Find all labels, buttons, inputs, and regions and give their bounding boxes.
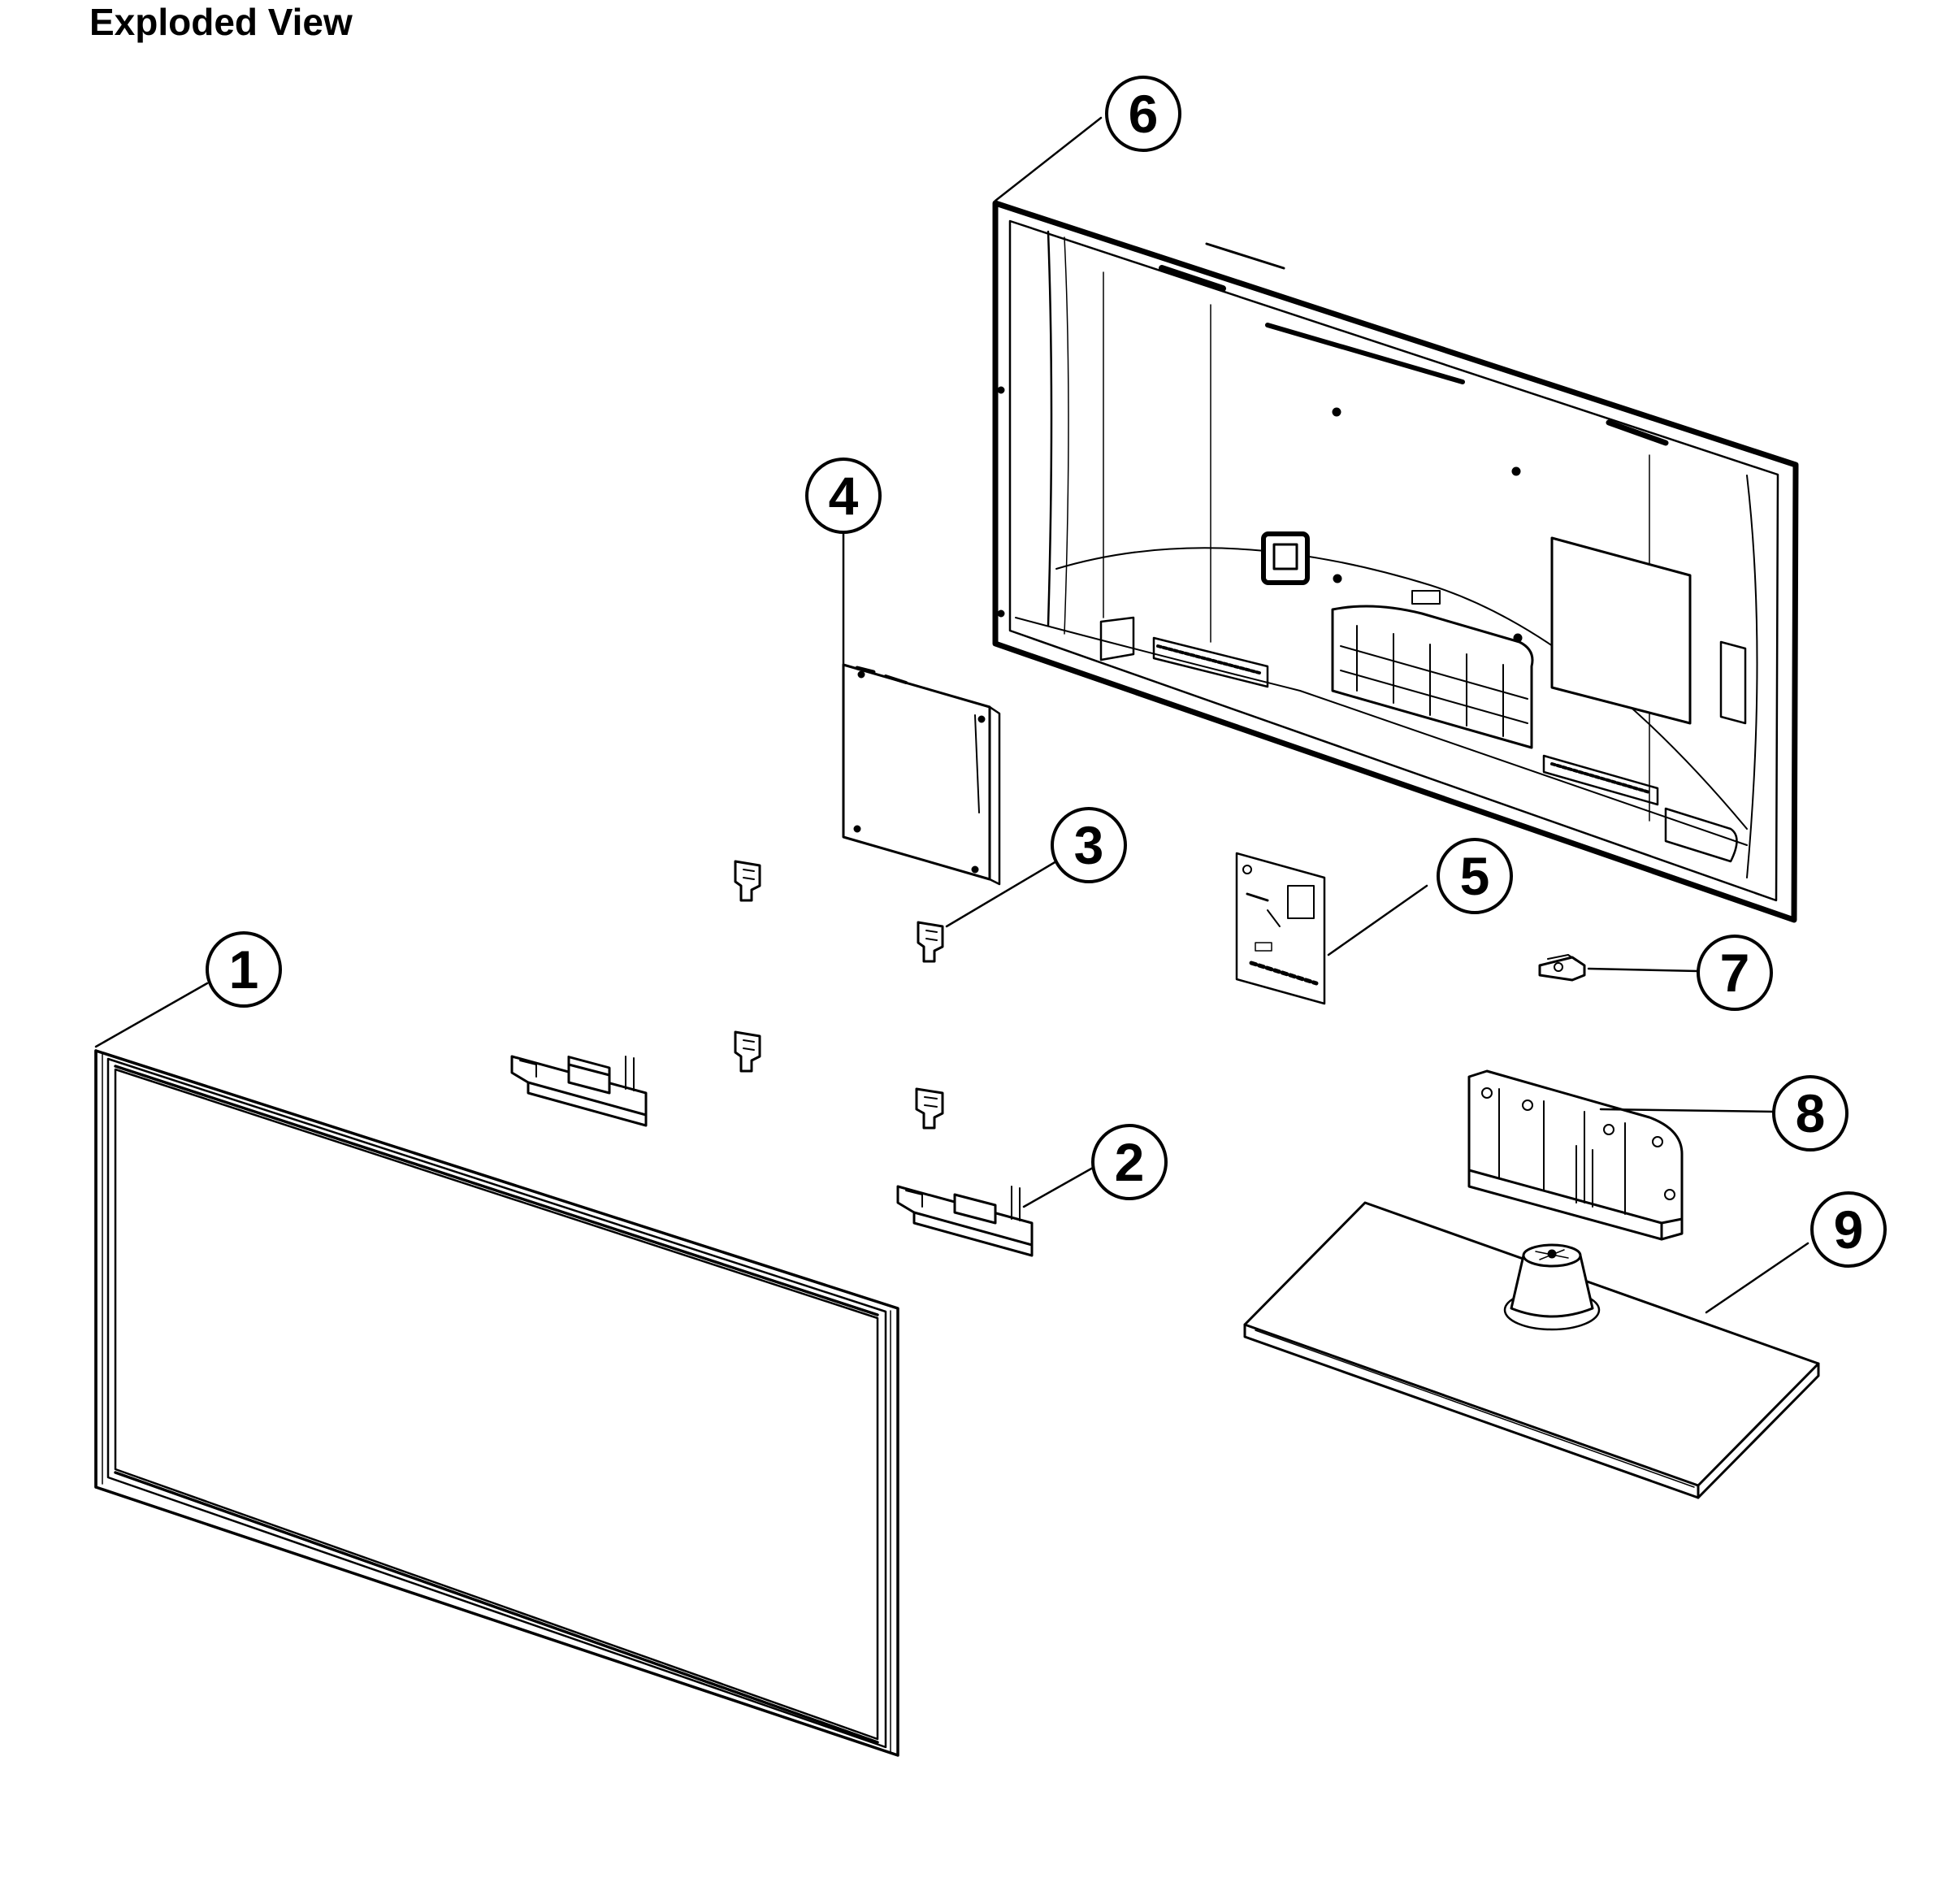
callout-label-1: 1 (229, 939, 259, 1000)
stand-base-part (1243, 1201, 1820, 1499)
callout-1: 1 (206, 931, 282, 1008)
board-part-4 (842, 663, 1001, 886)
callout-label-5: 5 (1460, 846, 1490, 906)
callout-7: 7 (1697, 935, 1773, 1011)
callout-label-8: 8 (1796, 1083, 1826, 1143)
callout-label-9: 9 (1834, 1199, 1864, 1260)
sensor-part (1538, 954, 1586, 982)
rear-cover-part (992, 200, 1799, 923)
speaker-parts (510, 1055, 1034, 1257)
callout-label-2: 2 (1115, 1132, 1145, 1192)
callout-2: 2 (1091, 1124, 1168, 1200)
callout-label-3: 3 (1074, 815, 1104, 875)
stand-neck-part (1467, 1069, 1684, 1241)
callout-9: 9 (1810, 1191, 1887, 1268)
callout-5: 5 (1437, 838, 1513, 914)
callout-label-7: 7 (1720, 943, 1750, 1003)
callout-3: 3 (1051, 807, 1127, 883)
callout-8: 8 (1772, 1075, 1848, 1152)
page-title: Exploded View (89, 1, 353, 43)
callout-6: 6 (1105, 76, 1181, 152)
board-part-5 (1235, 852, 1326, 1005)
callout-label-6: 6 (1129, 84, 1159, 144)
leader-lines (94, 116, 1809, 1314)
front-bezel-part (94, 1049, 899, 1757)
callout-label-4: 4 (829, 466, 859, 526)
callout-4: 4 (805, 458, 882, 534)
bracket-parts (734, 860, 944, 1130)
